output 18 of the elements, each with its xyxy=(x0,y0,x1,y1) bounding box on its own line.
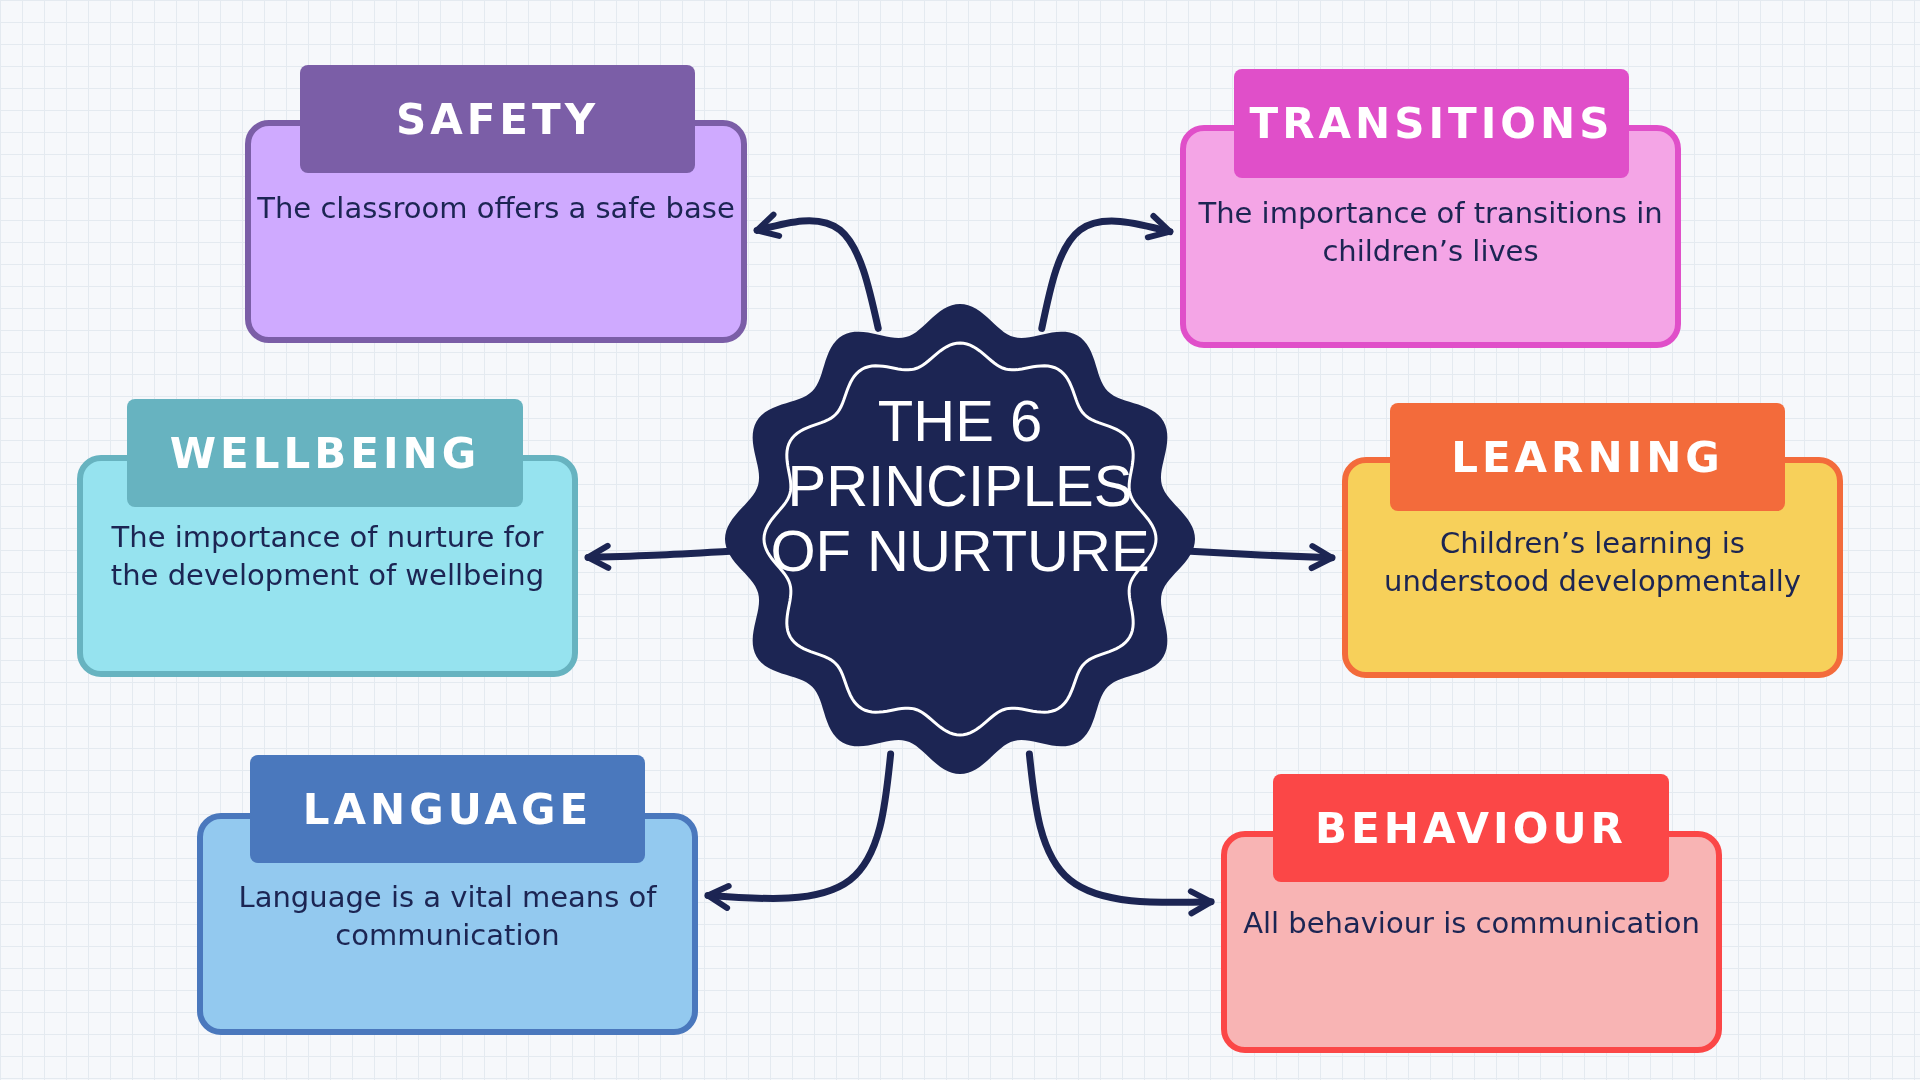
description-text: Children’s learning is understood developmentally xyxy=(1383,525,1802,600)
description-text: Language is a vital means of communication xyxy=(237,879,658,954)
description-text: The importance of nurture for the development of wellbeing xyxy=(109,519,546,594)
heading-tab: TRANSITIONS xyxy=(1234,69,1629,178)
description-text: All behaviour is communication xyxy=(1242,905,1701,942)
description-text: The importance of transitions in children’s lives xyxy=(1197,195,1664,270)
badge-title: THE 6 PRINCIPLES OF NURTURE xyxy=(770,389,1150,584)
heading-tab: LANGUAGE xyxy=(250,755,645,863)
heading-tab: LEARNING xyxy=(1390,403,1785,511)
heading-tab: WELLBEING xyxy=(127,399,523,507)
heading-tab: BEHAVIOUR xyxy=(1273,774,1669,882)
curved-arrow xyxy=(753,211,882,332)
curved-arrow xyxy=(704,750,895,911)
wavy-badge xyxy=(725,304,1195,774)
description-text: The classroom offers a safe base xyxy=(257,190,735,227)
curved-arrow xyxy=(1038,213,1174,332)
heading-tab: SAFETY xyxy=(300,65,695,173)
curved-arrow xyxy=(1025,750,1215,917)
